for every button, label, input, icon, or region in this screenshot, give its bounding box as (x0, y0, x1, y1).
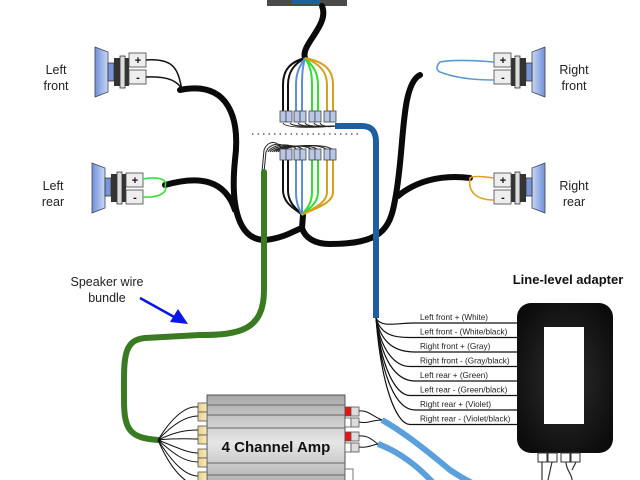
amp-rca-pigtails (358, 410, 383, 448)
adapter-input-label: Right front + (Gray) (420, 342, 491, 351)
left-rear-label-line1: Left (43, 179, 64, 193)
upper-harness-tails (282, 122, 336, 128)
annotation-arrow-head (170, 309, 188, 324)
left-front-label-line1: Left (46, 63, 67, 77)
bundle-right-rear (395, 174, 473, 199)
minus-label: - (501, 72, 505, 84)
adapter-input-label: Left front - (White/black) (420, 328, 508, 337)
adapter-input-label: Left rear + (Green) (420, 371, 488, 380)
plus-label: + (500, 175, 506, 187)
annotation-arrow-shaft (139, 296, 177, 320)
upper-harness (282, 57, 334, 113)
adapter-input-wire (375, 317, 517, 325)
rca-cables (376, 417, 474, 480)
adapter-input-wire (375, 317, 517, 426)
line-level-adapter: Line-level adapter (513, 272, 624, 480)
amp-rca-inputs (344, 406, 360, 480)
left-rear-label-line2: rear (42, 195, 64, 209)
amp-speaker-terminals (197, 402, 208, 480)
plus-label: + (500, 55, 506, 67)
adapter-input-label: Left rear - (Green/black) (420, 386, 508, 395)
bundle-left-rear (162, 177, 238, 213)
left-front-label-line2: front (43, 79, 69, 93)
lower-connector-pins (279, 148, 337, 161)
plus-label: + (132, 175, 138, 187)
speaker-wire-bundles (162, 3, 473, 248)
right-front-label-line1: Right (559, 63, 589, 77)
adapter-input-label: Right front - (Gray/black) (420, 357, 510, 366)
adapter-input-wire (375, 317, 517, 353)
adapter-input-label: Left front + (White) (420, 313, 488, 322)
four-channel-amp: 4 Channel Amp (157, 394, 383, 480)
adapter-input-label: Right rear - (Violet/black) (420, 415, 511, 424)
speaker-left-rear: + - Left rear (42, 162, 167, 214)
annotation-line2: bundle (88, 291, 126, 305)
speaker-right-rear: + - Right rear (468, 162, 589, 214)
adapter-input-wires (375, 317, 517, 426)
annotation-line1: Speaker wire (71, 275, 144, 289)
adapter-title: Line-level adapter (513, 272, 624, 287)
plus-terminal (493, 52, 512, 68)
amp-speaker-fanout (157, 406, 199, 480)
adapter-input-label: Right rear + (Violet) (420, 400, 491, 409)
adapter-input-labels: Left front + (White) Left front - (White/… (420, 313, 511, 424)
amp-label: 4 Channel Amp (222, 439, 331, 456)
minus-label: - (501, 192, 505, 204)
speaker-right-front: + - Right front (436, 46, 589, 98)
right-rear-label-line1: Right (559, 179, 589, 193)
head-unit-bundle (301, 3, 327, 61)
minus-label: - (133, 192, 137, 204)
lower-harness (282, 160, 334, 216)
bundle-left-front (177, 85, 305, 244)
bundle-trunk (299, 212, 306, 231)
right-front-label-line2: front (561, 79, 587, 93)
head-unit-connector (267, 0, 347, 6)
adapter-label-window (544, 327, 584, 424)
plus-label: + (135, 55, 141, 67)
bundle-right-front (299, 72, 423, 248)
minus-label: - (136, 72, 140, 84)
adapter-output-jacks (537, 452, 581, 463)
right-rear-label-line2: rear (563, 195, 585, 209)
minus-terminal (493, 69, 512, 85)
upper-connector-pins (279, 110, 337, 123)
plus-terminal (125, 172, 144, 188)
harness-blue-wire (335, 123, 379, 318)
speaker-left-front: + - Left front (43, 46, 183, 98)
speaker-wire-bundle-annotation: Speaker wire bundle (71, 275, 188, 324)
plus-terminal (493, 172, 512, 188)
green-speaker-bundle (120, 169, 267, 443)
adapter-input-wire (375, 317, 517, 339)
minus-terminal (493, 189, 512, 205)
